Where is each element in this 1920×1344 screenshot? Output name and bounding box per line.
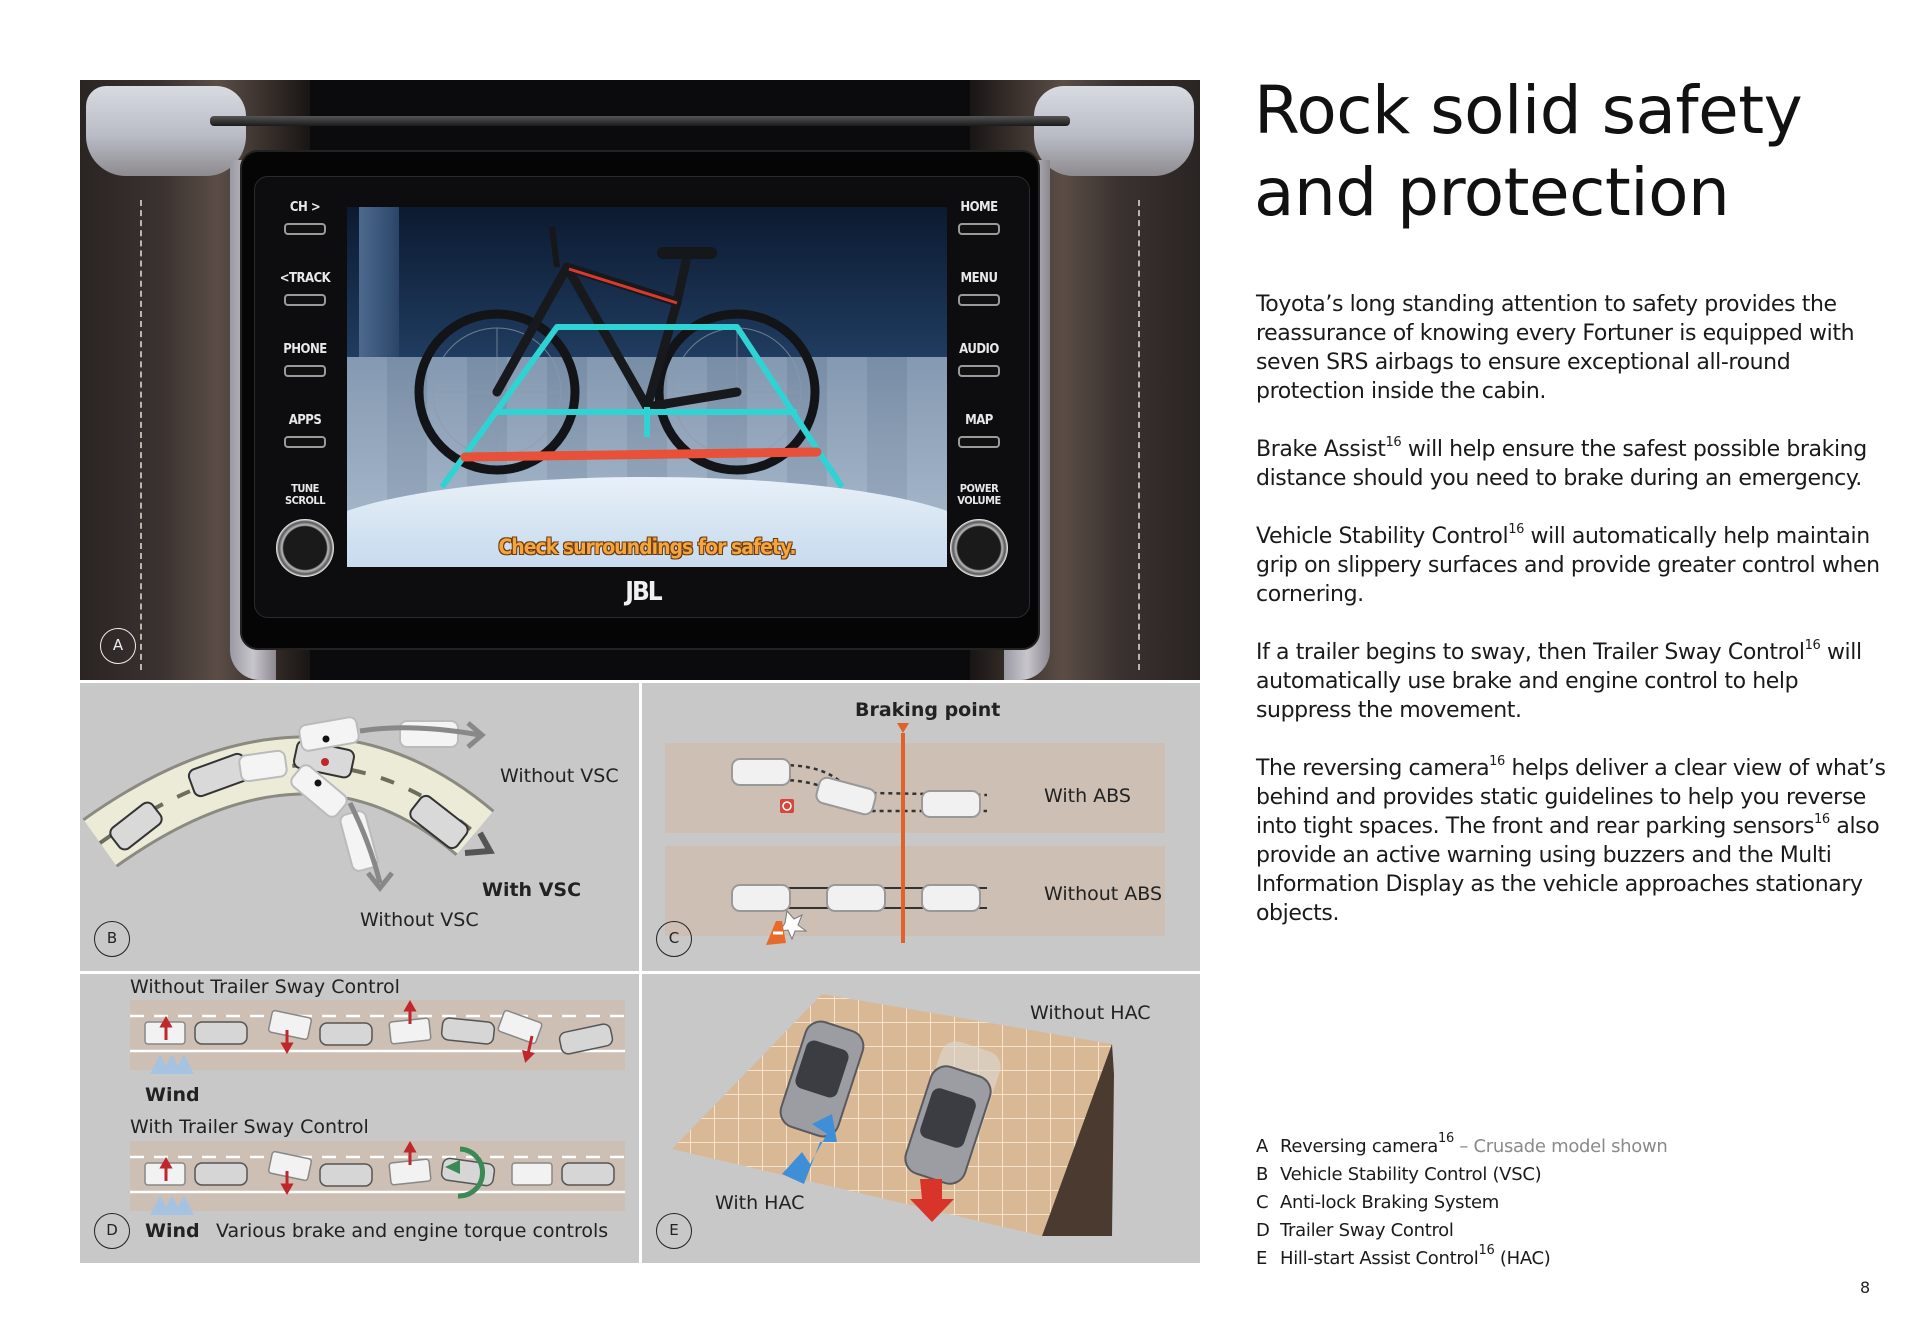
right-hardware-buttons: HOME MENU AUDIO MAP [939,197,1019,577]
paragraph-brake-assist: Brake Assist16 will help ensure the safe… [1256,435,1867,491]
rear-bumper [347,477,947,567]
label-wind-top: Wind [145,1084,200,1106]
paragraph-trailer-sway: If a trailer begins to sway, then Traile… [1256,638,1862,723]
paragraph-vsc: Vehicle Stability Control16 will automat… [1256,522,1880,607]
label-various-controls: Various brake and engine torque controls [216,1220,609,1242]
label-with-trailer-sway-control: With Trailer Sway Control [130,1116,369,1138]
screen-warning-caption: Check surroundings for safety. [498,535,796,559]
left-hardware-buttons: CH > <TRACK PHONE APPS [265,197,345,577]
label-without-vsc-bottom: Without VSC [360,909,479,931]
panel-letter-e: E [656,1213,692,1249]
label-with-abs: With ABS [1044,785,1131,807]
label-with-vsc: With VSC [482,879,582,901]
page-title: Rock solid safety and protection [1254,72,1803,231]
page-number: 8 [1860,1278,1871,1297]
abs-braking-diagram [665,723,1165,945]
menu-button[interactable]: MENU [939,268,1019,339]
panel-e-hac-diagram: Without HAC With HAC E [642,974,1200,1263]
track-button[interactable]: <TRACK [265,268,345,339]
label-without-vsc-top: Without VSC [500,765,619,787]
panel-letter-c: C [656,921,692,957]
knob-icon [276,519,334,577]
label-without-hac: Without HAC [1030,1002,1151,1024]
footnote-ref: 16 [1489,754,1505,769]
footnote-ref: 16 [1804,638,1821,653]
panel-letter-a: A [100,628,136,664]
map-button[interactable]: MAP [939,410,1019,481]
footnote-ref: 16 [1385,435,1402,450]
jbl-logo: JBL [625,577,662,607]
label-without-trailer-sway-control: Without Trailer Sway Control [130,976,400,998]
hill-start-assist-diagram [672,994,1114,1236]
feature-image-grid: CH > <TRACK PHONE APPS [80,80,1200,1263]
paragraph-airbags: Toyota’s long standing attention to safe… [1256,292,1855,404]
panel-c-abs-diagram: Braking point With ABS Without ABS C [642,683,1200,971]
panel-a-reversing-camera-photo: CH > <TRACK PHONE APPS [80,80,1200,680]
panel-d-trailer-sway-diagram: Without Trailer Sway Control Wind With T… [80,974,639,1263]
apps-button[interactable]: APPS [265,410,345,481]
panel-letter-b: B [94,921,130,957]
trailer-sway-diagram [130,999,625,1215]
label-without-abs: Without ABS [1044,883,1163,905]
phone-button[interactable]: PHONE [265,339,345,410]
label-braking-point: Braking point [855,699,1001,721]
vsc-curve-diagram [82,716,495,893]
ch-button[interactable]: CH > [265,197,345,268]
panel-b-vsc-diagram: Without VSC With VSC Without VSC B [80,683,639,971]
infotainment-head-unit: CH > <TRACK PHONE APPS [240,150,1040,650]
panel-letter-d: D [94,1213,130,1249]
footnote-ref: 16 [1508,522,1524,537]
bicycle-and-guidelines-graphic [414,226,845,489]
camera-screen: Check surroundings for safety. [347,207,947,567]
label-wind-bottom: Wind [145,1220,200,1242]
knob-icon [950,519,1008,577]
home-button[interactable]: HOME [939,197,1019,268]
audio-button[interactable]: AUDIO [939,339,1019,410]
footnote-ref: 16 [1814,812,1830,827]
label-with-hac: With HAC [715,1192,805,1214]
paragraph-reversing-camera: The reversing camera16 helps deliver a c… [1256,754,1886,926]
body-copy: Toyota’s long standing attention to safe… [1256,290,1896,957]
